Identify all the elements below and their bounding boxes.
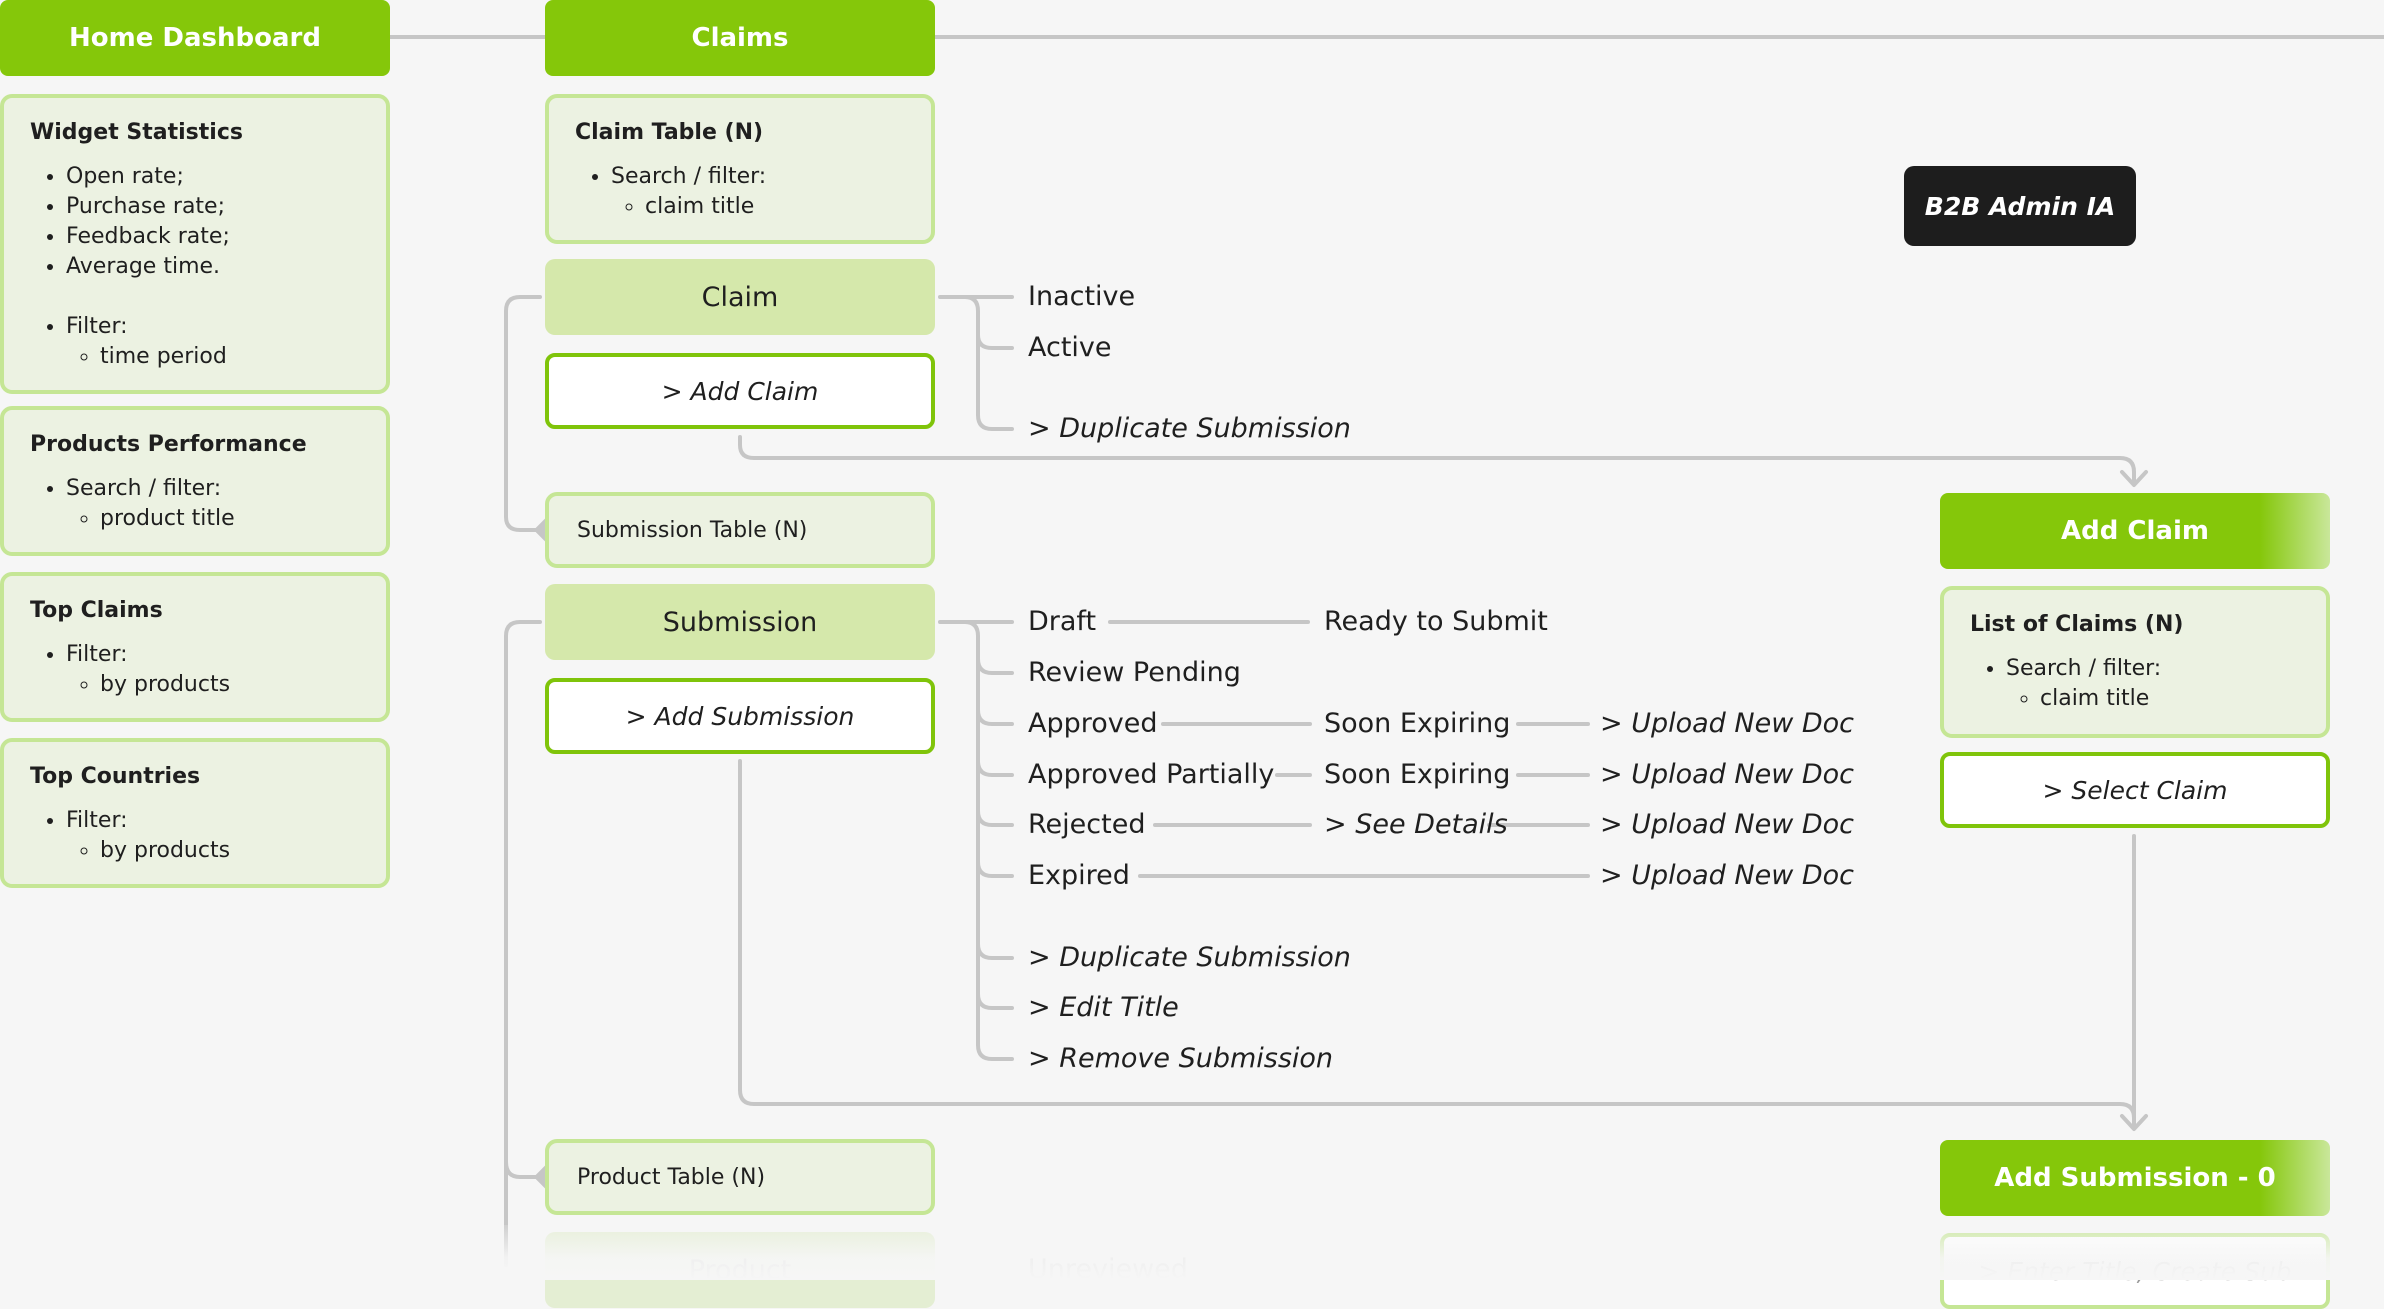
state-soon-expiring: Soon Expiring xyxy=(1324,708,1511,739)
list-item: Filter: xyxy=(66,640,360,670)
list-subitem: product title xyxy=(100,504,360,534)
duplicate-submission-link[interactable]: > Duplicate Submission xyxy=(1028,942,1351,973)
upload-new-doc-link[interactable]: > Upload New Doc xyxy=(1600,860,1855,891)
widget-statistics-card: Widget Statistics Open rate; Purchase ra… xyxy=(0,94,390,394)
products-performance-card: Products Performance Search / filter: pr… xyxy=(0,406,390,556)
see-details-link[interactable]: > See Details xyxy=(1324,809,1508,840)
state-ready-to-submit: Ready to Submit xyxy=(1324,606,1548,637)
state-draft: Draft xyxy=(1028,606,1097,637)
list-item: Search / filter: xyxy=(66,474,360,504)
b2b-admin-ia-badge: B2B Admin IA xyxy=(1904,166,2136,246)
list-subitem: by products xyxy=(100,670,360,700)
upload-new-doc-link[interactable]: > Upload New Doc xyxy=(1600,809,1855,840)
add-submission-button[interactable]: > Add Submission xyxy=(545,678,935,754)
select-claim-button[interactable]: > Select Claim xyxy=(1940,752,2330,828)
card-title: Top Countries xyxy=(30,764,201,789)
top-claims-card: Top Claims Filter: by products xyxy=(0,572,390,722)
duplicate-submission-link[interactable]: > Duplicate Submission xyxy=(1028,413,1351,444)
add-claim-button[interactable]: > Add Claim xyxy=(545,353,935,429)
claim-table-card: Claim Table (N) Search / filter: claim t… xyxy=(545,94,935,244)
list-item: Open rate; xyxy=(66,162,360,192)
product-node[interactable]: Product xyxy=(545,1232,935,1308)
state-unreviewed: Unreviewed xyxy=(1028,1254,1188,1285)
edit-title-link[interactable]: > Edit Title xyxy=(1028,992,1179,1023)
list-item: Feedback rate; xyxy=(66,222,360,252)
home-dashboard-header[interactable]: Home Dashboard xyxy=(0,0,390,76)
list-item: Search / filter: xyxy=(611,162,905,192)
claim-node[interactable]: Claim xyxy=(545,259,935,335)
add-submission-header[interactable]: Add Submission - 0 xyxy=(1940,1140,2330,1216)
list-item: Search / filter: xyxy=(2006,654,2300,684)
add-claim-header[interactable]: Add Claim xyxy=(1940,493,2330,569)
state-approved-partially: Approved Partially xyxy=(1028,759,1275,790)
list-of-claims-card: List of Claims (N) Search / filter: clai… xyxy=(1940,586,2330,738)
card-title: Top Claims xyxy=(30,598,163,623)
spacer xyxy=(66,282,360,312)
list-item: Average time. xyxy=(66,252,360,282)
list-subitem: by products xyxy=(100,836,360,866)
card-title: List of Claims (N) xyxy=(1970,612,2184,637)
card-title: Claim Table (N) xyxy=(575,120,764,145)
upload-new-doc-link[interactable]: > Upload New Doc xyxy=(1600,759,1855,790)
state-inactive: Inactive xyxy=(1028,281,1136,312)
state-approved: Approved xyxy=(1028,708,1158,739)
state-soon-expiring: Soon Expiring xyxy=(1324,759,1511,790)
list-subitem: claim title xyxy=(645,192,905,222)
list-item: Filter: xyxy=(66,806,360,836)
upload-new-doc-link[interactable]: > Upload New Doc xyxy=(1600,708,1855,739)
list-subitem: claim title xyxy=(2040,684,2300,714)
list-subitem: time period xyxy=(100,342,360,372)
state-rejected: Rejected xyxy=(1028,809,1146,840)
product-table-node[interactable]: Product Table (N) xyxy=(545,1139,935,1215)
claims-header[interactable]: Claims xyxy=(545,0,935,76)
state-expired: Expired xyxy=(1028,860,1130,891)
card-title: Products Performance xyxy=(30,432,307,457)
submission-table-node[interactable]: Submission Table (N) xyxy=(545,492,935,568)
enter-title-create-sub-button[interactable]: > Enter Title, Create Sub xyxy=(1940,1233,2330,1309)
card-title: Widget Statistics xyxy=(30,120,243,145)
state-review-pending: Review Pending xyxy=(1028,657,1241,688)
state-active: Active xyxy=(1028,332,1112,363)
list-item: Filter: xyxy=(66,312,360,342)
top-countries-card: Top Countries Filter: by products xyxy=(0,738,390,888)
list-item: Purchase rate; xyxy=(66,192,360,222)
remove-submission-link[interactable]: > Remove Submission xyxy=(1028,1043,1334,1074)
submission-node[interactable]: Submission xyxy=(545,584,935,660)
